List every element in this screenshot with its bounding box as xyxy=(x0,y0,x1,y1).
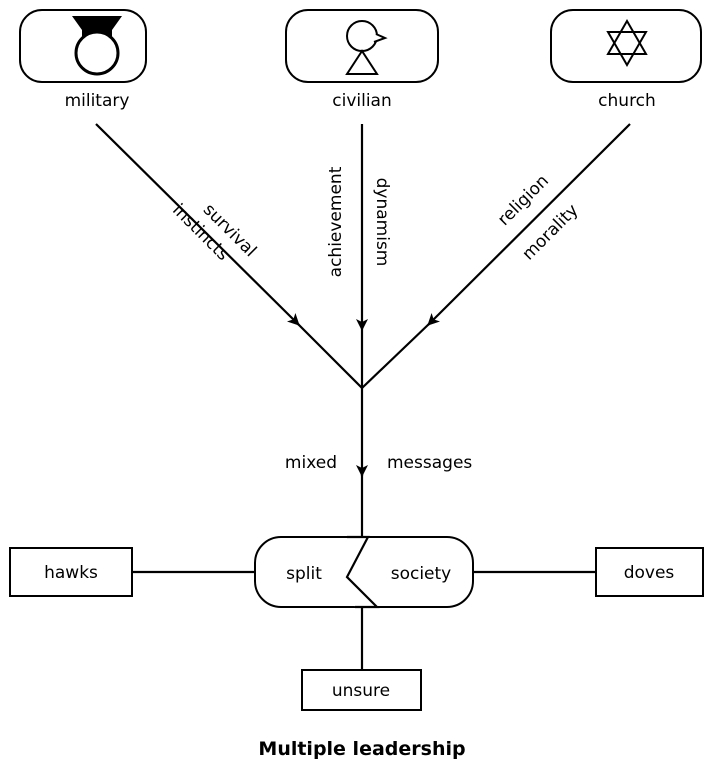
split-label: split xyxy=(286,564,322,584)
diagram-caption: Multiple leadership xyxy=(258,738,465,760)
doves-box xyxy=(595,547,704,597)
hawks-label: hawks xyxy=(44,563,98,583)
split-society-node: split society xyxy=(254,535,474,609)
civilian-label: civilian xyxy=(332,91,392,111)
person-icon xyxy=(345,20,388,75)
church-arrow xyxy=(427,123,631,326)
merged-label-mixed: mixed xyxy=(285,453,337,473)
flow-label-religion: religion xyxy=(494,171,553,230)
church-label: church xyxy=(598,91,656,111)
outcome-hawks: hawks xyxy=(9,547,133,597)
outcome-unsure: unsure xyxy=(301,669,422,711)
flow-label-achievement: achievement xyxy=(326,166,346,277)
military-arrow xyxy=(95,123,300,326)
military-label: military xyxy=(65,91,130,111)
funnel-left xyxy=(296,322,363,389)
unsure-label: unsure xyxy=(332,681,390,701)
flow-label-dynamism: dynamism xyxy=(372,178,392,267)
funnel-right xyxy=(361,322,431,389)
split-crack xyxy=(345,535,380,609)
merged-label-messages: messages xyxy=(387,453,472,473)
source-church: church xyxy=(550,9,702,111)
doves-label: doves xyxy=(624,563,675,583)
unsure-box xyxy=(301,669,422,711)
hawks-box xyxy=(9,547,133,597)
helmet-icon xyxy=(72,16,122,76)
source-civilian: civilian xyxy=(285,9,439,111)
star-of-david-icon xyxy=(606,18,648,68)
flow-label-morality: morality xyxy=(518,200,582,264)
outcome-doves: doves xyxy=(595,547,704,597)
source-military: military xyxy=(19,9,147,111)
society-label: society xyxy=(391,564,452,584)
church-box xyxy=(550,9,702,83)
